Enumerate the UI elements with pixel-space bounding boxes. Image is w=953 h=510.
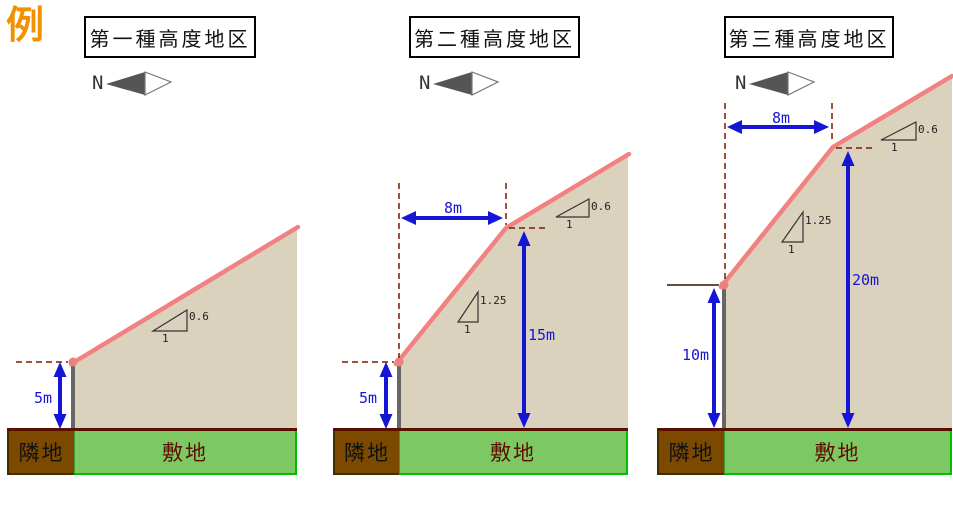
neighbor-label-3: 隣地 bbox=[668, 441, 715, 465]
height-arrow-15m-2 bbox=[517, 231, 531, 428]
neighbor-land-2: 隣地 bbox=[333, 431, 399, 475]
compass-icon bbox=[106, 71, 173, 96]
neighbor-label-2: 隣地 bbox=[344, 441, 390, 465]
envelope-shape-1 bbox=[74, 228, 297, 428]
height-label-15m-2: 15m bbox=[528, 326, 556, 344]
site-land-2: 敷地 bbox=[399, 431, 628, 475]
height-arrow-20m-3 bbox=[841, 151, 855, 428]
site-label-2: 敷地 bbox=[490, 441, 536, 465]
envelope-shape-3 bbox=[724, 77, 952, 428]
lower-slope-rise-label-3: 1.25 bbox=[805, 214, 832, 227]
district-title-3: 第三種高度地区 bbox=[728, 26, 890, 51]
ground-strip-1: 隣地 敷地 bbox=[7, 428, 297, 475]
district-title-box-3: 第三種高度地区 bbox=[724, 16, 894, 58]
north-label-3: N bbox=[735, 72, 747, 94]
compass-west-half bbox=[433, 72, 473, 95]
compass-icon bbox=[749, 71, 816, 96]
north-arrow-2: N bbox=[419, 69, 500, 97]
compass-east-half bbox=[787, 71, 816, 96]
slope-origin-dot-3 bbox=[719, 280, 729, 290]
lower-slope-rise-label-2: 1.25 bbox=[480, 294, 507, 307]
height-label-20m-3: 20m bbox=[852, 271, 880, 289]
district-title-box-1: 第一種高度地区 bbox=[84, 16, 256, 58]
upper-slope-run-label-2: 1 bbox=[566, 218, 573, 231]
slope-rise-label-1: 0.6 bbox=[189, 310, 209, 323]
height-arrow-10m-3 bbox=[707, 288, 721, 428]
compass-icon bbox=[433, 71, 500, 96]
height-arrow-5m-1 bbox=[53, 362, 67, 429]
slope-ratio-triangle-3-lower bbox=[780, 210, 804, 243]
district-title-2: 第二種高度地区 bbox=[414, 26, 575, 51]
lower-slope-run-label-3: 1 bbox=[788, 243, 795, 256]
height-label-5m-2: 5m bbox=[359, 389, 378, 407]
district-title-box-2: 第二種高度地区 bbox=[409, 16, 580, 58]
slope-ratio-triangle-2-lower bbox=[456, 290, 479, 323]
slope-origin-dot-1 bbox=[68, 357, 78, 367]
setback-arrow-8m-3 bbox=[727, 120, 829, 134]
ground-strip-3: 隣地 敷地 bbox=[657, 428, 952, 475]
north-label-2: N bbox=[419, 72, 431, 94]
slope-ratio-triangle-1-upper bbox=[150, 308, 188, 332]
slope-ratio-triangle-3-upper bbox=[880, 121, 917, 141]
height-label-5m-1: 5m bbox=[34, 389, 53, 407]
north-label-1: N bbox=[92, 72, 104, 94]
slope-origin-dot-2 bbox=[394, 357, 404, 367]
compass-west-half bbox=[749, 72, 789, 95]
upper-slope-rise-label-2: 0.6 bbox=[591, 200, 611, 213]
neighbor-label-1: 隣地 bbox=[18, 441, 65, 465]
example-label: 例 bbox=[6, 3, 45, 47]
compass-east-half bbox=[144, 71, 173, 96]
compass-east-half bbox=[471, 71, 500, 96]
site-land-1: 敷地 bbox=[74, 431, 297, 475]
setback-arrow-8m-2 bbox=[401, 211, 503, 225]
setback-label-8m-3: 8m bbox=[772, 109, 791, 127]
site-label-3: 敷地 bbox=[814, 441, 861, 465]
slope-ratio-triangle-2-upper bbox=[555, 197, 590, 218]
ground-strip-2: 隣地 敷地 bbox=[333, 428, 628, 475]
slope-line-2 bbox=[393, 151, 632, 367]
neighbor-land-1: 隣地 bbox=[7, 431, 74, 475]
north-arrow-3: N bbox=[735, 69, 816, 97]
setback-label-8m-2: 8m bbox=[444, 199, 463, 217]
neighbor-land-3: 隣地 bbox=[657, 431, 724, 475]
north-arrow-1: N bbox=[92, 69, 173, 97]
slope-run-label-1: 1 bbox=[162, 332, 169, 345]
slope-line-1 bbox=[68, 224, 301, 367]
upper-slope-rise-label-3: 0.6 bbox=[918, 123, 938, 136]
site-land-3: 敷地 bbox=[724, 431, 952, 475]
compass-west-half bbox=[106, 72, 146, 95]
upper-slope-run-label-3: 1 bbox=[891, 141, 898, 154]
height-label-10m-3: 10m bbox=[682, 346, 710, 364]
slope-line-3 bbox=[718, 73, 953, 290]
envelope-shape-2 bbox=[399, 155, 628, 428]
site-label-1: 敷地 bbox=[162, 441, 208, 465]
lower-slope-run-label-2: 1 bbox=[464, 323, 471, 336]
height-arrow-5m-2 bbox=[379, 362, 393, 429]
district-title-1: 第一種高度地区 bbox=[89, 26, 251, 51]
